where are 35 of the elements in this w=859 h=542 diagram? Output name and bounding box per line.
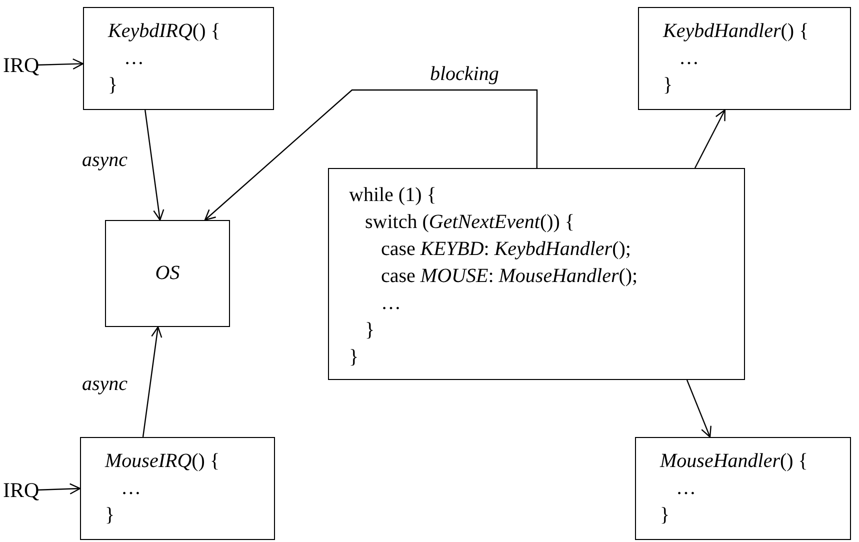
code-line: while (1) { — [349, 183, 436, 208]
code-box — [80, 437, 275, 540]
code-line: } — [108, 73, 118, 98]
code-line: MouseIRQ() { — [105, 449, 220, 474]
arrow — [686, 380, 712, 438]
code-line: } — [105, 503, 115, 528]
code-box — [328, 168, 745, 380]
arrow — [36, 58, 84, 70]
code-line: KeybdIRQ() { — [108, 19, 220, 44]
arrow — [204, 89, 538, 221]
code-box — [638, 7, 851, 110]
code-box — [83, 7, 274, 110]
box-label: OS — [155, 261, 180, 286]
code-line: } — [349, 345, 359, 370]
signal-label: IRQ — [3, 477, 40, 503]
code-line: } — [663, 73, 673, 98]
code-line: case MOUSE: MouseHandler(); — [381, 264, 638, 289]
code-line: KeybdHandler() { — [663, 19, 809, 44]
code-line: } — [660, 503, 670, 528]
arrow — [36, 483, 81, 494]
process-box — [105, 220, 230, 327]
code-line: … — [124, 46, 144, 71]
code-box — [635, 437, 851, 540]
arrow — [142, 326, 162, 438]
code-line: switch (GetNextEvent()) { — [365, 210, 575, 235]
code-line: … — [381, 291, 401, 316]
code-line: case KEYBD: KeybdHandler(); — [381, 237, 631, 262]
signal-label: IRQ — [3, 52, 40, 78]
code-line: … — [679, 46, 699, 71]
code-line: … — [676, 476, 696, 501]
code-line: MouseHandler() { — [660, 449, 808, 474]
arrow — [144, 110, 164, 221]
arrow — [694, 109, 726, 168]
code-line: … — [121, 476, 141, 501]
code-line: } — [365, 318, 375, 343]
